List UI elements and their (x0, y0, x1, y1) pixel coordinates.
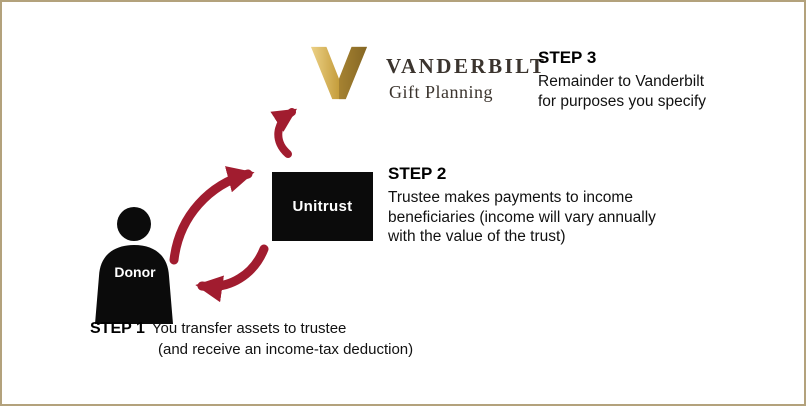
step3-line: for purposes you specify (538, 92, 707, 110)
step2-block: STEP 2 Trustee makes payments to income … (388, 164, 656, 247)
donor-figure: Donor (92, 206, 178, 324)
logo-subtitle: Gift Planning (389, 82, 493, 102)
step1-block: STEP 1 You transfer assets to trustee (an… (90, 320, 413, 359)
step2-line: Trustee makes payments to income (388, 189, 633, 206)
arrow-unitrust-to-donor-icon (195, 244, 269, 303)
step2-line: with the value of the trust) (388, 228, 566, 245)
donor-label: Donor (114, 264, 156, 280)
unitrust-label: Unitrust (292, 198, 353, 215)
unitrust-node: Unitrust (272, 172, 373, 241)
person-silhouette-icon (95, 207, 173, 324)
vanderbilt-logo: VANDERBILT Gift Planning (310, 46, 546, 103)
vanderbilt-v-icon (310, 46, 368, 100)
logo-text: VANDERBILT Gift Planning (386, 46, 546, 103)
step2-line: beneficiaries (income will vary annually (388, 208, 656, 226)
step1-line: (and receive an income-tax deduction) (158, 341, 414, 358)
step1-label: STEP 1 (90, 320, 145, 337)
step2-label: STEP 2 (388, 164, 447, 183)
arrow-unitrust-to-vanderbilt-icon (270, 108, 298, 158)
step1-line: You transfer assets to trustee (151, 320, 347, 337)
step3-line: Remainder to Vanderbilt (538, 73, 704, 90)
step3-label: STEP 3 (538, 48, 597, 67)
arrow-donor-to-unitrust-icon (169, 166, 255, 265)
logo-wordmark: VANDERBILT (386, 54, 547, 78)
step3-block: STEP 3 Remainder to Vanderbilt for purpo… (538, 48, 706, 111)
